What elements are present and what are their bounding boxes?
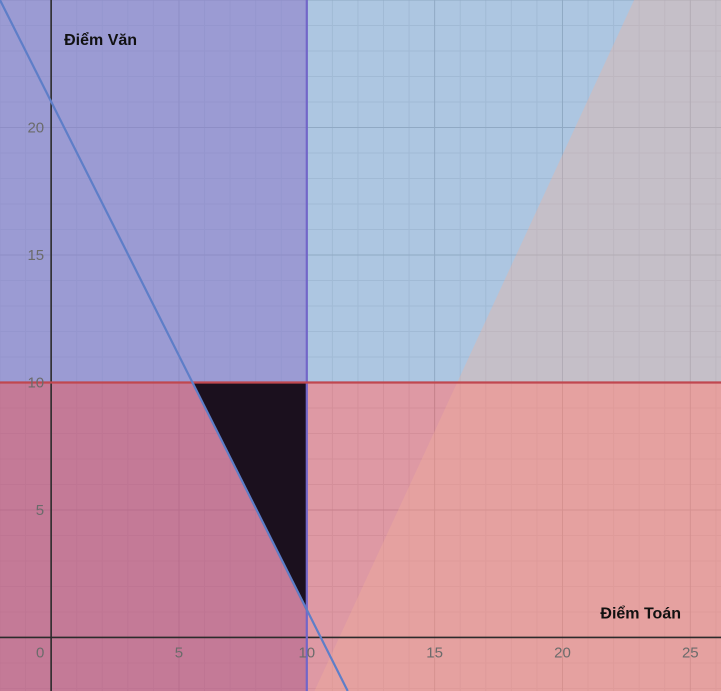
x-axis-label: Điểm Toán <box>600 604 681 622</box>
x-tick-label: 10 <box>298 644 315 661</box>
x-tick-label: 20 <box>554 644 571 661</box>
x-tick-label: 15 <box>426 644 443 661</box>
y-axis-label: Điểm Văn <box>64 31 137 49</box>
x-tick-label: 0 <box>36 644 44 661</box>
boundary-line-diagonal-boundary <box>0 0 349 691</box>
region-peach <box>314 0 721 691</box>
y-tick-label: 15 <box>27 247 44 264</box>
y-tick-label: 20 <box>27 119 44 136</box>
x-tick-label: 5 <box>175 644 183 661</box>
y-tick-label: 10 <box>27 374 44 391</box>
region-red <box>0 382 721 691</box>
y-tick-label: 5 <box>36 502 44 519</box>
x-tick-label: 25 <box>682 644 699 661</box>
